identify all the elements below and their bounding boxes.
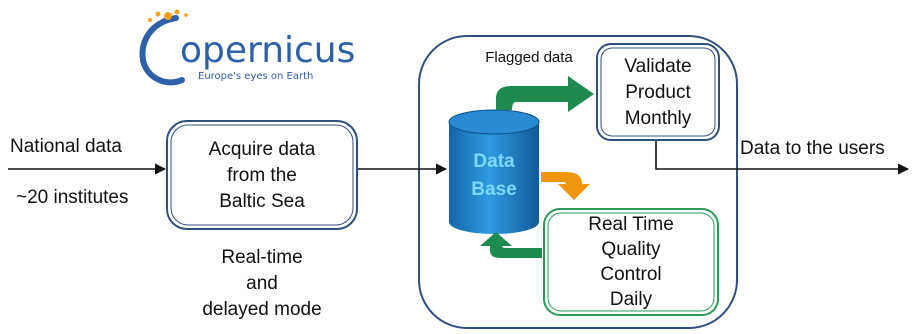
validate-box-label: Validate Product Monthly — [624, 56, 692, 129]
acquire-box-label: Acquire data from the Baltic Sea — [208, 139, 316, 212]
output-arrow-icon — [655, 141, 910, 175]
validate-box — [596, 43, 720, 141]
database-cylinder-icon — [448, 109, 540, 234]
copernicus-logo-icon — [139, 9, 188, 86]
logo-wordmark: opernicus — [180, 30, 356, 71]
curved-arrow-icon — [541, 172, 590, 200]
curved-arrow-icon — [496, 76, 594, 112]
institutes-label: ~20 institutes — [16, 187, 129, 208]
flagged-data-label: Flagged data — [485, 49, 573, 66]
mode-note: Real-time and delayed mode — [202, 247, 322, 320]
curved-arrow-icon — [480, 232, 542, 258]
acquire-box — [166, 120, 358, 230]
realtime-qc-box-label: Real Time Quality Control Daily — [588, 214, 674, 310]
logo-tagline: Europe's eyes on Earth — [198, 71, 314, 82]
database-label: Data Base — [471, 151, 517, 200]
realtime-qc-box — [543, 208, 719, 316]
process-container — [418, 35, 738, 329]
output-label: Data to the users — [740, 138, 885, 159]
national-data-label: National data — [10, 136, 122, 157]
